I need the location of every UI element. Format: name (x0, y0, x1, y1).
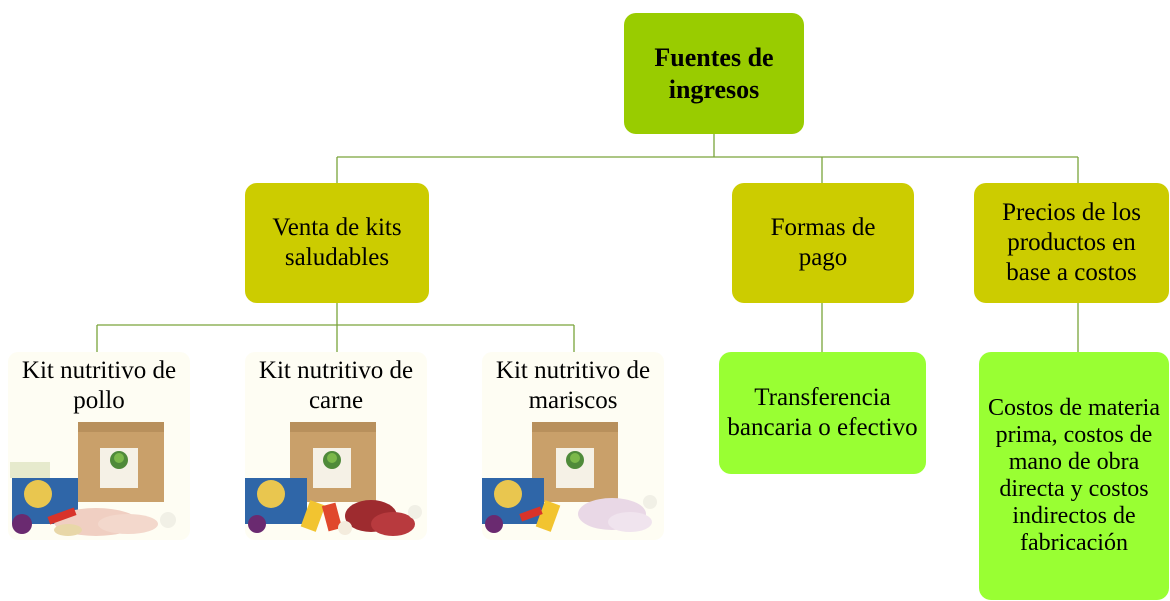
kit-image-carne (245, 422, 422, 536)
node-venta-de-kits: Venta de kits saludables (245, 183, 429, 303)
kit-label-mariscos: Kit nutritivo de mariscos (495, 357, 651, 414)
node-transferencia: Transferencia bancaria o efectivo (719, 352, 926, 474)
root-node-fuentes-de-ingresos: Fuentes de ingresos (624, 13, 804, 134)
root-node-label: Fuentes de ingresos (654, 43, 774, 104)
node-costos-label: Costos de materia prima, costos de mano … (988, 394, 1160, 557)
kit-label-pollo: Kit nutritivo de pollo (21, 357, 177, 414)
node-precios-de-productos-label: Precios de los productos en base a costo… (1002, 199, 1141, 286)
kit-card-mariscos: Kit nutritivo de mariscos (482, 352, 664, 540)
node-transferencia-label: Transferencia bancaria o efectivo (727, 384, 918, 441)
kit-card-carne: Kit nutritivo de carne (245, 352, 427, 540)
kit-image-mariscos (482, 422, 657, 533)
node-venta-de-kits-label: Venta de kits saludables (272, 214, 402, 271)
node-formas-de-pago: Formas de pago (732, 183, 914, 303)
node-costos: Costos de materia prima, costos de mano … (979, 352, 1169, 600)
kit-card-pollo: Kit nutritivo de pollo (8, 352, 190, 540)
kit-label-carne: Kit nutritivo de carne (258, 357, 414, 414)
node-precios-de-productos: Precios de los productos en base a costo… (974, 183, 1169, 303)
kit-image-pollo (10, 422, 176, 536)
node-formas-de-pago-label: Formas de pago (770, 214, 876, 271)
